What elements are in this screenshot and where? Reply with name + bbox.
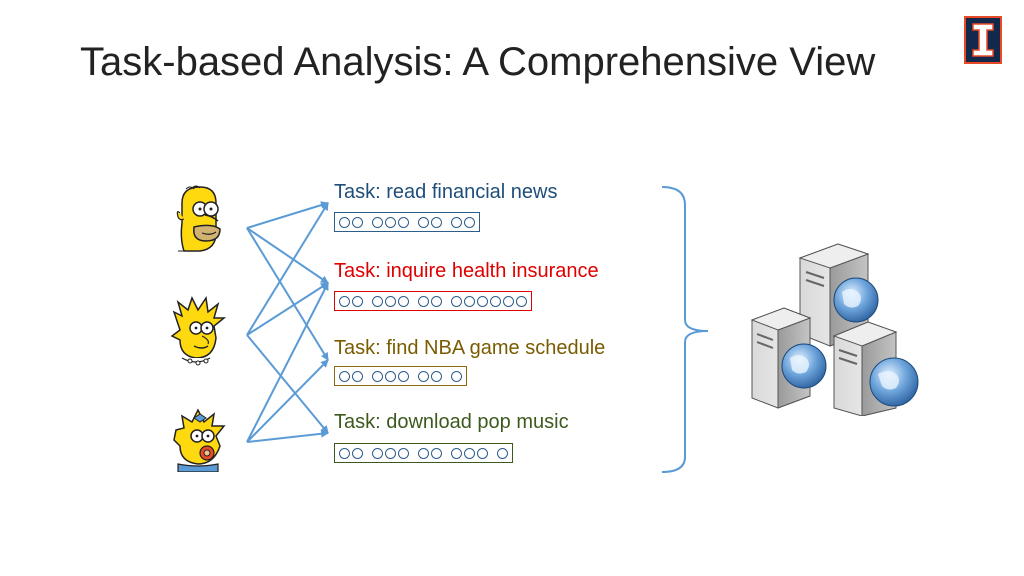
query-dot xyxy=(477,447,488,459)
query-group xyxy=(451,295,527,307)
query-dot xyxy=(451,295,462,307)
query-dot xyxy=(477,295,488,307)
task-sequence-find-nba-game-schedule xyxy=(334,366,467,386)
query-dot xyxy=(339,295,350,307)
query-dot xyxy=(451,370,462,382)
task-group-brace xyxy=(661,186,709,473)
query-dot xyxy=(385,216,396,228)
query-group xyxy=(339,447,363,459)
query-dot xyxy=(385,295,396,307)
query-dot xyxy=(464,447,475,459)
query-dot xyxy=(352,447,363,459)
query-dot xyxy=(497,447,508,459)
query-dot xyxy=(352,216,363,228)
query-dot xyxy=(418,295,429,307)
arrow-lisa-task2 xyxy=(246,282,329,336)
query-dot xyxy=(398,447,409,459)
query-dot xyxy=(503,295,514,307)
search-servers-icon xyxy=(750,243,919,416)
query-dot xyxy=(464,295,475,307)
query-group xyxy=(372,447,409,459)
query-dot xyxy=(431,216,442,228)
query-dot xyxy=(385,447,396,459)
query-dot xyxy=(398,370,409,382)
server-right xyxy=(832,321,919,416)
user-lisa xyxy=(168,295,228,371)
user-homer xyxy=(172,183,228,260)
query-dot xyxy=(372,216,383,228)
arrow-homer-task3 xyxy=(246,227,329,361)
query-dot xyxy=(372,370,383,382)
arrow-maggie-task3 xyxy=(246,359,329,443)
query-group xyxy=(451,370,462,382)
arrow-lisa-task1 xyxy=(246,202,329,336)
query-dot xyxy=(516,295,527,307)
maggie-avatar-icon xyxy=(173,408,226,473)
query-dot xyxy=(339,370,350,382)
query-dot xyxy=(418,370,429,382)
query-group xyxy=(339,370,363,382)
query-dot xyxy=(352,295,363,307)
query-group xyxy=(339,295,363,307)
server-left xyxy=(750,307,827,409)
query-dot xyxy=(431,370,442,382)
query-group xyxy=(339,216,363,228)
homer-avatar-icon xyxy=(176,185,221,252)
arrow-maggie-task2 xyxy=(246,282,329,443)
query-dot xyxy=(339,447,350,459)
query-dot xyxy=(490,295,501,307)
user-maggie xyxy=(170,406,230,477)
query-group xyxy=(372,370,409,382)
task-label-inquire-health-insurance: Task: inquire health insurance xyxy=(334,260,599,282)
block-i-icon xyxy=(972,23,994,57)
task-label-find-nba-game-schedule: Task: find NBA game schedule xyxy=(334,337,606,359)
query-group xyxy=(418,216,442,228)
query-dot xyxy=(398,295,409,307)
server-back xyxy=(798,243,879,347)
task-label-read-financial-news: Task: read financial news xyxy=(334,181,558,203)
query-dot xyxy=(372,447,383,459)
query-dot xyxy=(451,447,462,459)
lisa-avatar-icon xyxy=(170,295,227,366)
query-group xyxy=(372,216,409,228)
arrow-lisa-task4 xyxy=(246,334,329,434)
query-group xyxy=(497,447,508,459)
query-dot xyxy=(464,216,475,228)
query-dot xyxy=(418,216,429,228)
query-dot xyxy=(431,295,442,307)
query-dot xyxy=(431,447,442,459)
query-dot xyxy=(451,216,462,228)
university-logo xyxy=(964,16,1002,64)
query-group xyxy=(451,216,475,228)
query-group xyxy=(451,447,488,459)
arrow-maggie-task4 xyxy=(246,429,329,443)
query-dot xyxy=(398,216,409,228)
query-dot xyxy=(372,295,383,307)
task-sequence-inquire-health-insurance xyxy=(334,291,532,311)
slide-title: Task-based Analysis: A Comprehensive Vie… xyxy=(80,40,876,84)
query-group xyxy=(418,447,442,459)
query-group xyxy=(418,370,442,382)
query-group xyxy=(372,295,409,307)
task-sequence-read-financial-news xyxy=(334,212,480,232)
arrow-homer-task1 xyxy=(246,201,329,229)
task-label-download-pop-music: Task: download pop music xyxy=(334,411,569,433)
query-dot xyxy=(339,216,350,228)
task-sequence-download-pop-music xyxy=(334,443,513,463)
query-dot xyxy=(418,447,429,459)
query-group xyxy=(418,295,442,307)
query-dot xyxy=(352,370,363,382)
arrow-homer-task2 xyxy=(246,227,329,284)
query-dot xyxy=(385,370,396,382)
